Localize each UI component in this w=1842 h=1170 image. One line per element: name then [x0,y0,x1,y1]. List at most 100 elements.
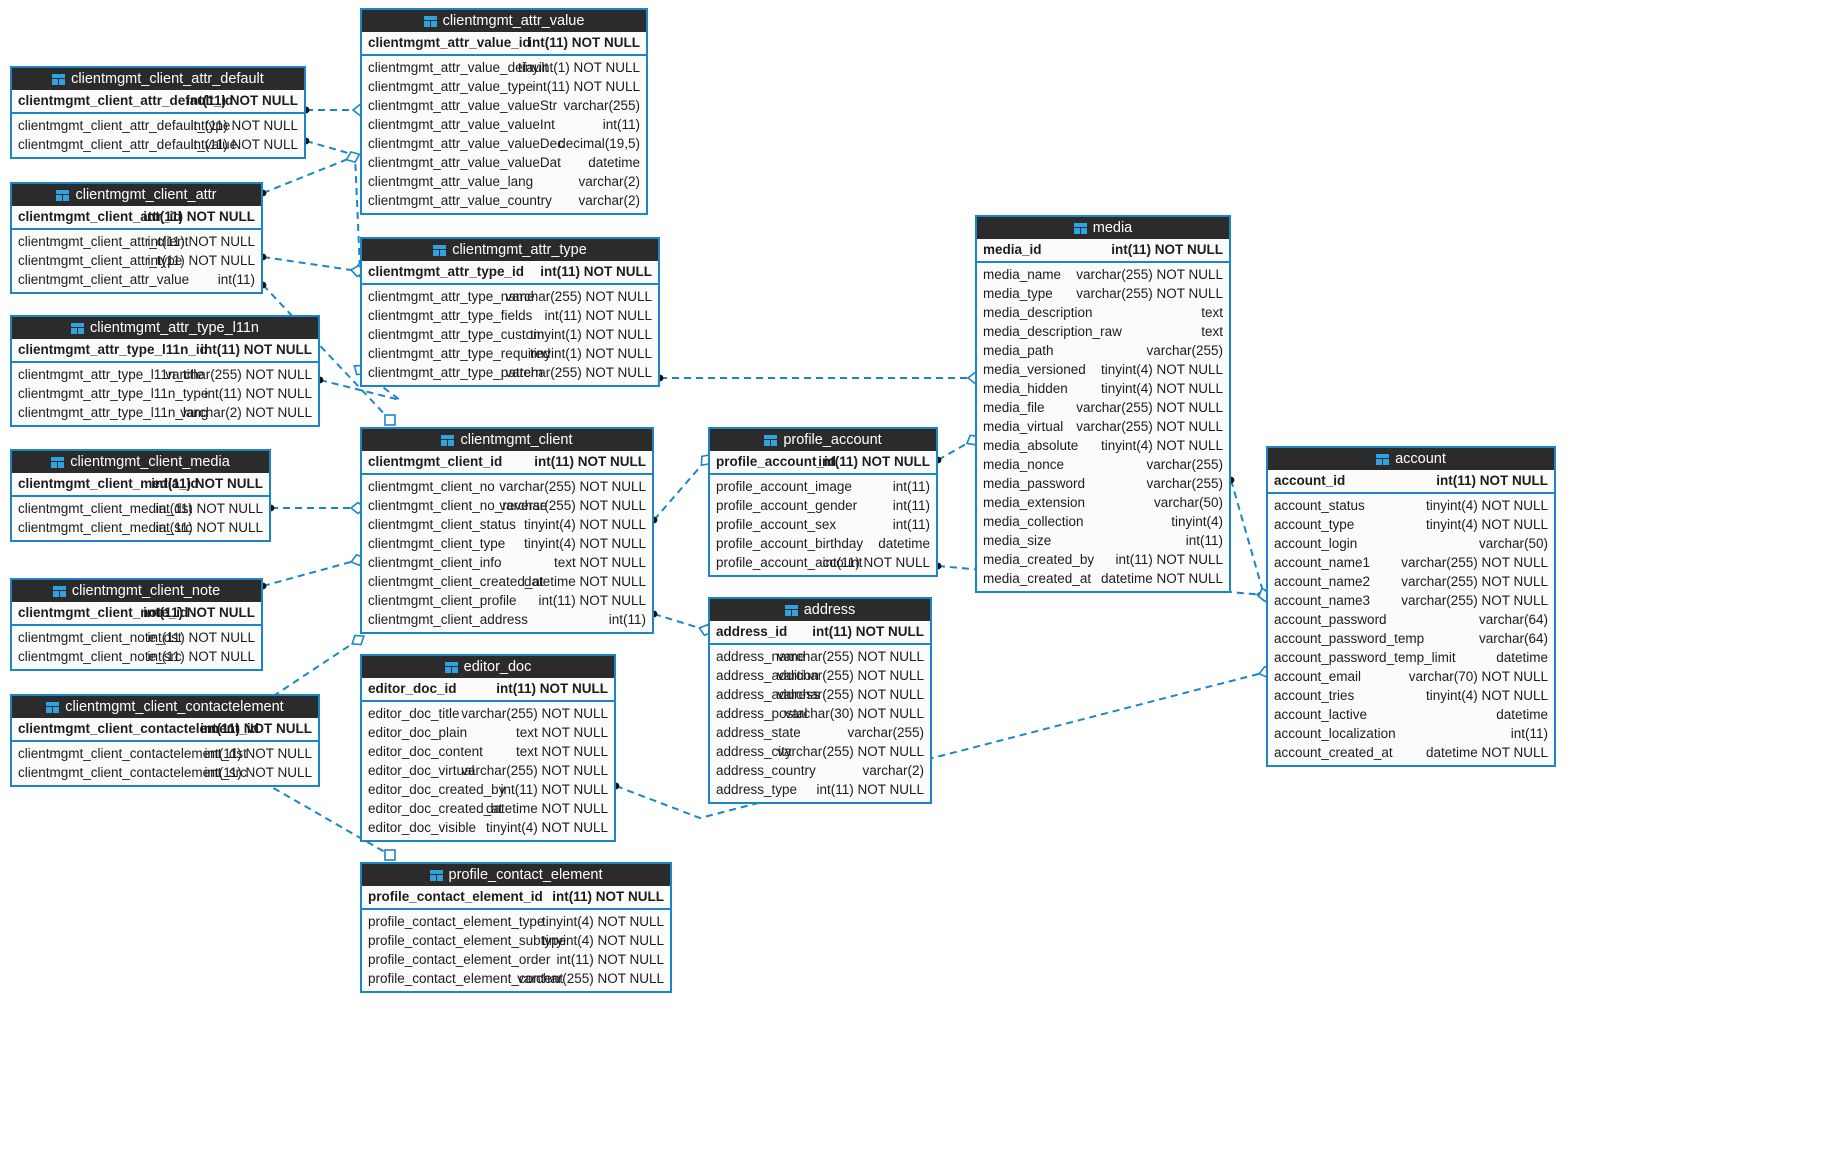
table-header-clientmgmt_attr_type_l11n[interactable]: clientmgmt_attr_type_l11n [12,317,318,339]
table-header-clientmgmt_client[interactable]: clientmgmt_client [362,429,652,451]
table-header-media[interactable]: media [977,217,1229,239]
table-header-clientmgmt_client_attr_default[interactable]: clientmgmt_client_attr_default [12,68,304,90]
table-header-clientmgmt_attr_type[interactable]: clientmgmt_attr_type [362,239,658,261]
table-header-clientmgmt_client_note[interactable]: clientmgmt_client_note [12,580,261,602]
table-header-address[interactable]: address [710,599,930,621]
table-header-account[interactable]: account [1268,448,1554,470]
table-clientmgmt_client_attr_default[interactable]: clientmgmt_client_attr_default clientmgmt… [10,66,306,159]
table-header-clientmgmt_client_attr[interactable]: clientmgmt_client_attr [12,184,261,206]
table-header-clientmgmt_client_media[interactable]: clientmgmt_client_media [12,451,269,473]
table-clientmgmt_attr_type_l11n[interactable]: clientmgmt_attr_type_l11n clientmgmt_attr… [10,315,320,427]
